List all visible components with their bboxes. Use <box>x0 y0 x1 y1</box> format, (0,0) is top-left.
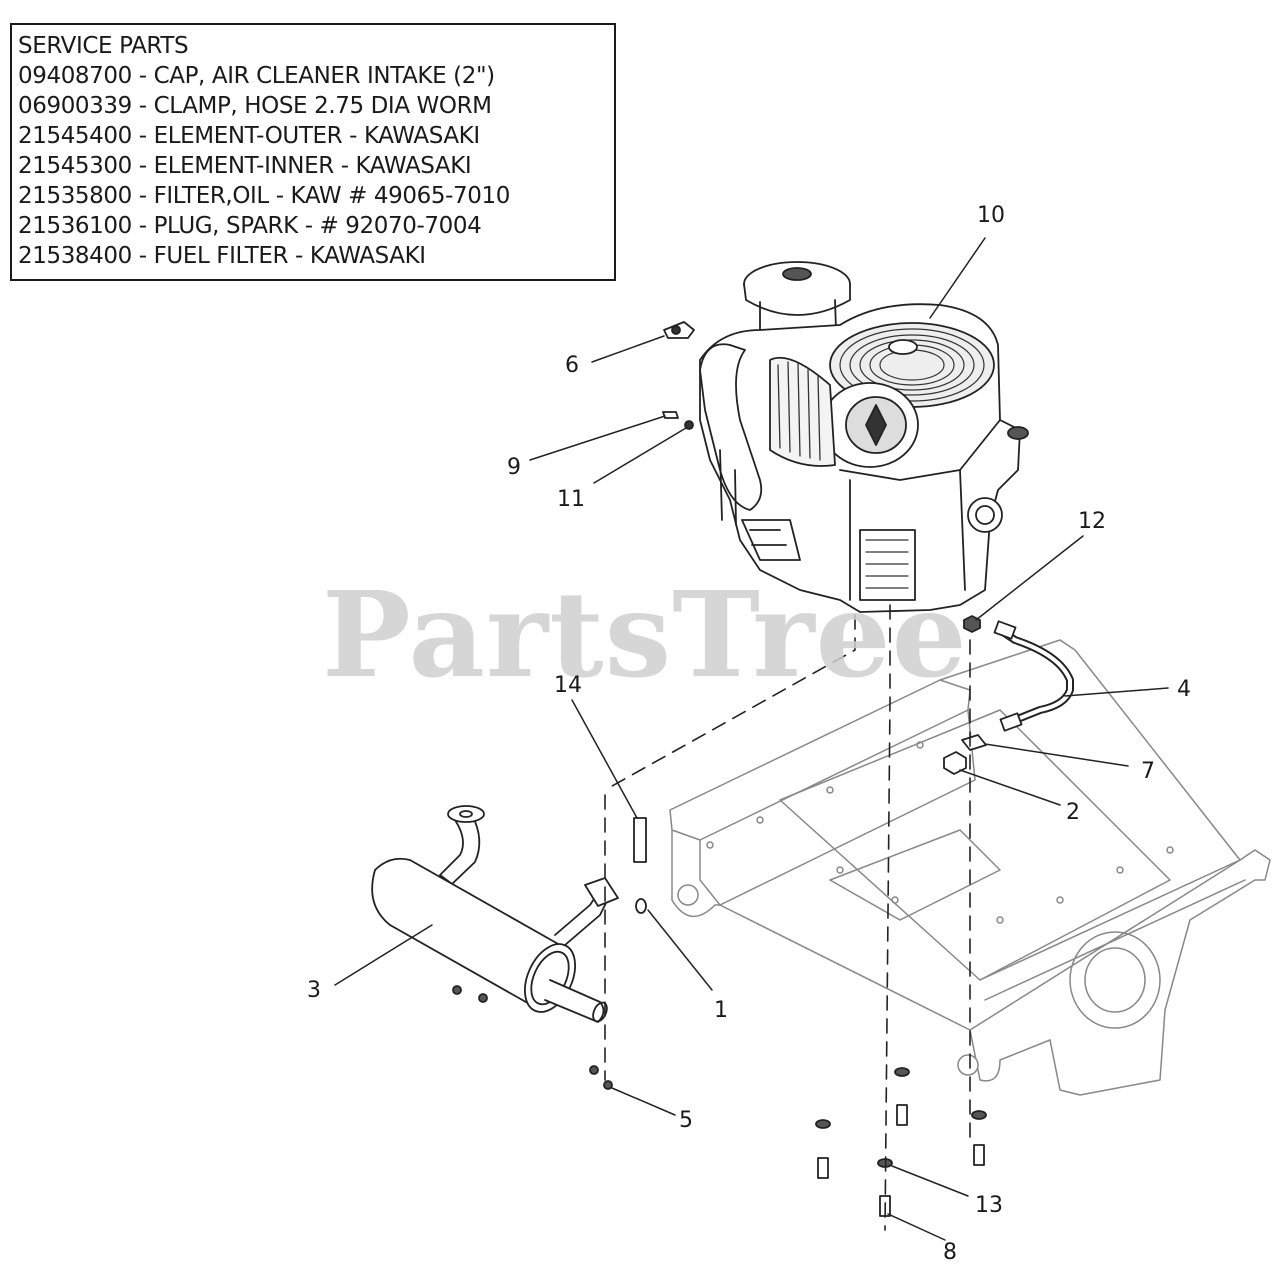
nut-part-11 <box>684 420 694 430</box>
callout-7: 7 <box>1141 759 1155 784</box>
callout-4: 4 <box>1177 677 1191 702</box>
service-part-item: 21538400 - FUEL FILTER - KAWASAKI <box>18 243 426 269</box>
callout-2: 2 <box>1066 800 1080 825</box>
clip-part-7 <box>961 734 987 751</box>
clamp-part-6 <box>663 321 695 339</box>
service-part-item: 21545300 - ELEMENT-INNER - KAWASAKI <box>18 153 472 179</box>
leader-lines <box>334 237 1169 1241</box>
muffler-part-3 <box>371 805 619 1023</box>
callout-5: 5 <box>679 1108 693 1133</box>
service-parts-box: SERVICE PARTS 09408700 - CAP, AIR CLEANE… <box>10 23 616 281</box>
fitting-part-2 <box>943 751 967 775</box>
callout-1: 1 <box>714 998 728 1023</box>
callout-9: 9 <box>507 455 521 480</box>
callout-11: 11 <box>557 487 585 512</box>
engine-drawing <box>699 261 1029 613</box>
service-part-item: 21536100 - PLUG, SPARK - # 92070-7004 <box>18 213 482 239</box>
service-parts-title: SERVICE PARTS <box>18 33 189 59</box>
bolt-part-9 <box>662 411 679 419</box>
service-part-item: 06900339 - CLAMP, HOSE 2.75 DIA WORM <box>18 93 492 119</box>
callout-12: 12 <box>1078 509 1106 534</box>
callout-14: 14 <box>554 673 582 698</box>
parts-tree-watermark: PartsTree <box>322 565 968 704</box>
assembly-lines <box>604 604 971 1231</box>
frame-drawing <box>669 639 1271 1096</box>
callout-10: 10 <box>977 203 1005 228</box>
callout-8: 8 <box>943 1240 957 1265</box>
callout-6: 6 <box>565 353 579 378</box>
service-part-item: 21535800 - FILTER,OIL - KAW # 49065-7010 <box>18 183 510 209</box>
callout-13: 13 <box>975 1193 1003 1218</box>
callout-3: 3 <box>307 978 321 1003</box>
service-part-item: 21545400 - ELEMENT-OUTER - KAWASAKI <box>18 123 480 149</box>
fuel-line-part-4 <box>993 620 1074 732</box>
service-part-item: 09408700 - CAP, AIR CLEANER INTAKE (2") <box>18 63 495 89</box>
